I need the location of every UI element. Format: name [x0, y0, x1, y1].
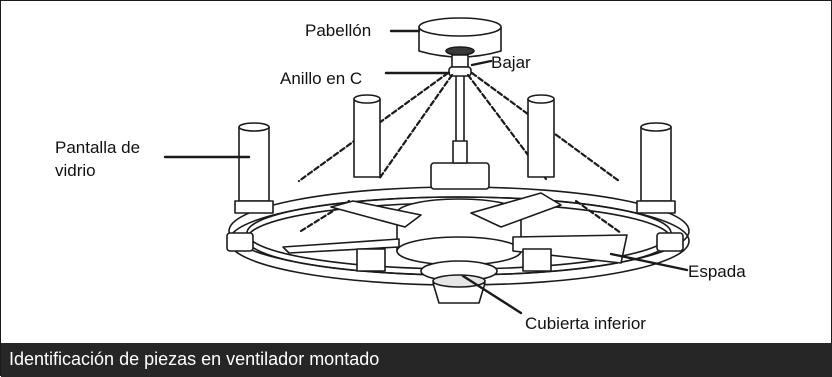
candle-cups-rear [353, 94, 555, 178]
glass-shades [234, 122, 676, 214]
caption-text: Identificación de piezas en ventilador m… [9, 349, 380, 369]
leader-lines [163, 29, 689, 315]
caption-bar: Identificación de piezas en ventilador m… [1, 343, 832, 377]
fan-blades [282, 192, 628, 264]
c-ring-label: Anillo en C [280, 69, 363, 88]
blade-upper-right [470, 192, 562, 228]
canopy-part [418, 17, 502, 58]
bottom-cover-part [420, 260, 498, 304]
glass-shade-label-line1: Pantalla de [55, 138, 141, 157]
blade-label: Espada [688, 262, 746, 281]
fan-parts-diagram [163, 17, 690, 315]
blade-upper-left [330, 200, 422, 228]
blade-right [512, 234, 628, 264]
candle-cups-front [356, 248, 552, 272]
glass-shade-label-line2: vidrio [55, 161, 96, 180]
bottom-cover-label: Cubierta inferior [525, 314, 646, 333]
canopy-label: Pabellón [305, 21, 372, 40]
downrod-label: Bajar [491, 53, 531, 72]
ring-connectors [226, 140, 684, 252]
blade-left [282, 238, 400, 254]
